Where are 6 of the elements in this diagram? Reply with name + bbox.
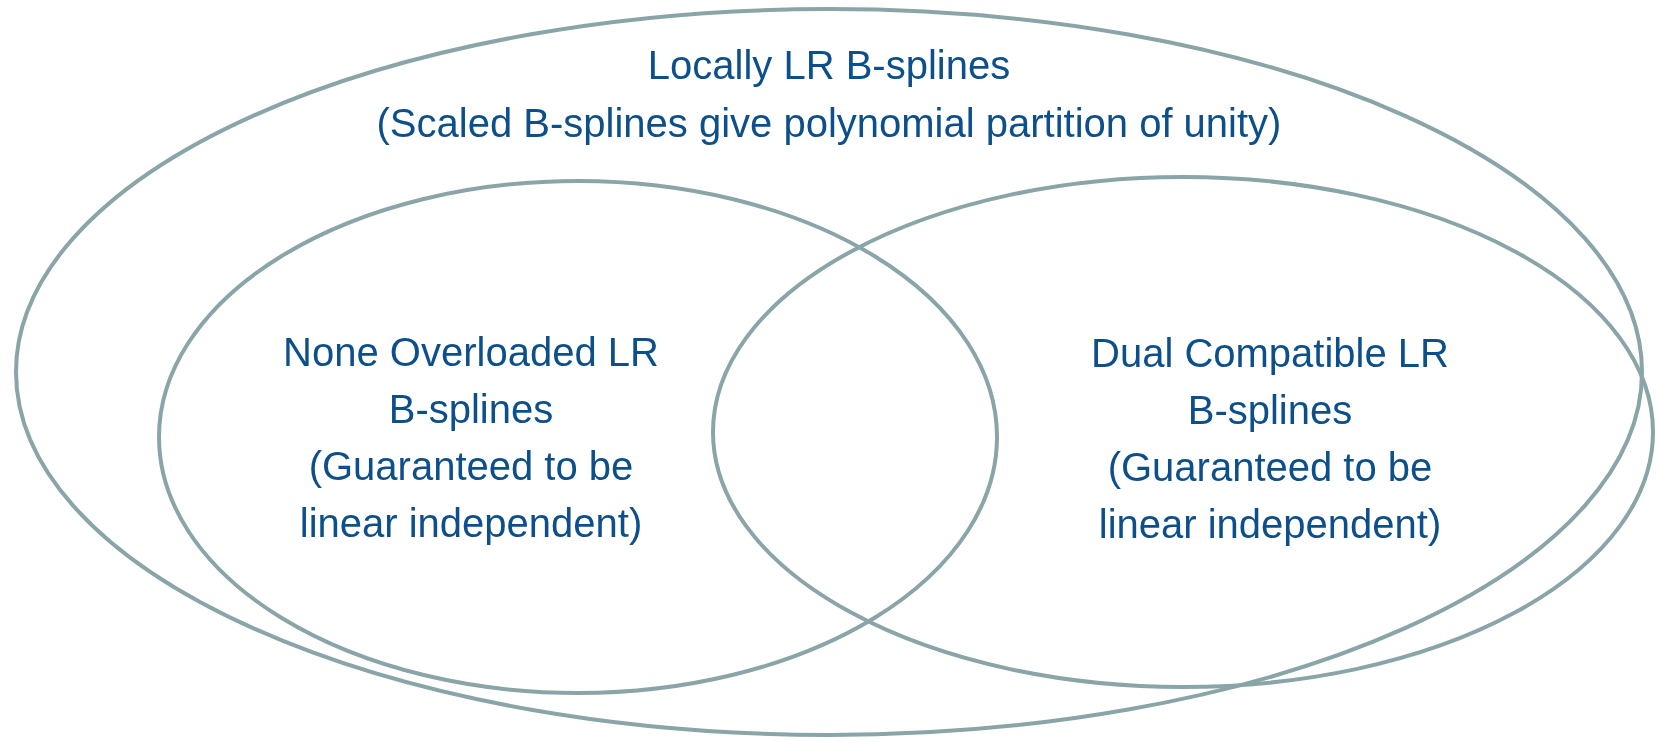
- set-description: (Guaranteed to be linear independent): [1097, 444, 1443, 548]
- set-description: (Scaled B-splines give polynomial partition of unity): [376, 100, 1282, 147]
- set-title: Locally LR B-splines: [647, 42, 1011, 89]
- set-title: None Overloaded LR B-splines: [282, 329, 660, 433]
- set-description: (Guaranteed to be linear independent): [298, 443, 644, 547]
- set-title: Dual Compatible LR B-splines: [1090, 330, 1450, 434]
